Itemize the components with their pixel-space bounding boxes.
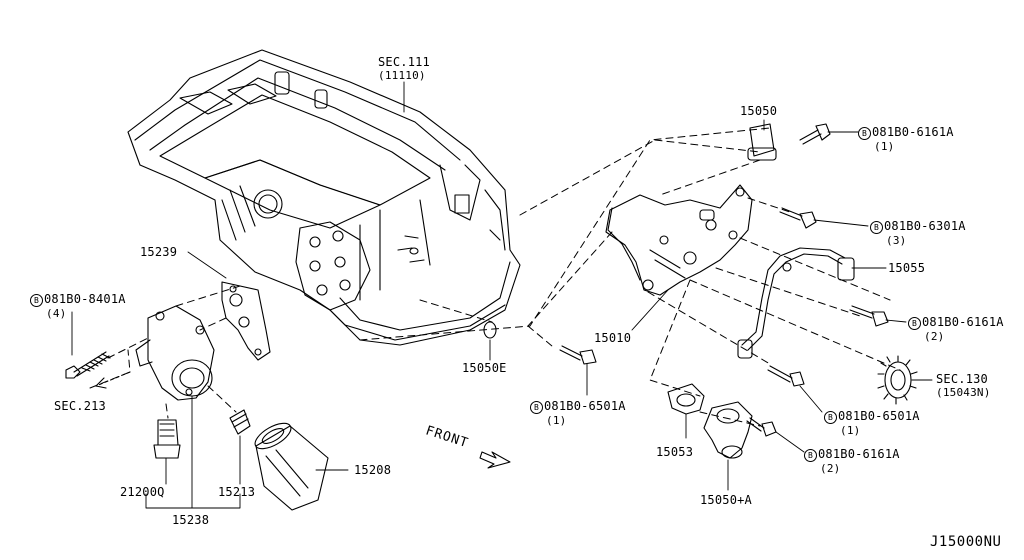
bolt-symbol-icon: B	[858, 127, 871, 140]
connector-15213	[229, 409, 251, 435]
bolt-ref-text: 081B0-6161A	[818, 447, 900, 461]
diagram-code: J15000NU	[930, 534, 1002, 550]
bolt-qty: (1)	[840, 424, 861, 437]
oil-pressure-switch-21200q	[153, 419, 181, 459]
bolt-8401a	[65, 351, 111, 379]
label-15050a: 15050+A	[700, 493, 752, 507]
bolt-6501a-right	[767, 365, 805, 387]
label-sec213: SEC.213	[54, 399, 106, 413]
sec213-arrow	[95, 371, 131, 387]
bolt-qty: (1)	[874, 140, 895, 153]
sec111-sub: (11110)	[378, 69, 426, 82]
sprocket-sec130	[877, 355, 918, 405]
label-15050: 15050	[740, 104, 778, 118]
dashed-guides	[89, 127, 901, 427]
label-15055: 15055	[888, 261, 926, 275]
label-15238: 15238	[172, 513, 210, 527]
bolt-ref-text: 081B0-6161A	[922, 315, 1004, 329]
bolt-symbol-icon: B	[870, 221, 883, 234]
bolt-ref-text: 081B0-8401A	[44, 292, 126, 306]
leader-lines	[71, 81, 933, 509]
bolt-6301a	[779, 207, 817, 229]
front-arrow	[479, 451, 511, 469]
label-15239: 15239	[140, 245, 178, 259]
oil-pump-15010	[605, 184, 753, 296]
bolt-symbol-icon: B	[908, 317, 921, 330]
relief-valve-15050	[747, 123, 777, 161]
bolt-ref-text: 081B0-6501A	[544, 399, 626, 413]
oil-tube-15055	[737, 247, 855, 359]
bolt-6161a-mid	[849, 305, 889, 327]
bolt-qty: (4)	[46, 307, 67, 320]
sec130-sub: (15043N)	[936, 386, 991, 399]
bolt-symbol-icon: B	[824, 411, 837, 424]
bolt-6161a-top	[799, 123, 831, 145]
bolt-qty: (2)	[924, 330, 945, 343]
bolt-qty: (2)	[820, 462, 841, 475]
label-15213: 15213	[218, 485, 256, 499]
label-sec111: SEC.111 (11110)	[378, 55, 430, 83]
bolt-ref-text: 081B0-6301A	[884, 219, 966, 233]
gasket-15053	[667, 383, 705, 415]
label-15050e: 15050E	[462, 361, 507, 375]
label-15053: 15053	[656, 445, 694, 459]
bolt-ref-text: 081B0-6501A	[838, 409, 920, 423]
label-15010: 15010	[594, 331, 632, 345]
sec213-arrowhead	[95, 377, 107, 389]
bolt-6501a-left	[559, 345, 597, 365]
bolt-qty: (1)	[546, 414, 567, 427]
oil-filter-bracket	[135, 305, 215, 401]
oil-filter-15208	[254, 422, 329, 511]
label-21200q: 21200Q	[120, 485, 165, 499]
cylinder-block	[127, 49, 521, 346]
gasket-15239	[221, 281, 271, 361]
bolt-symbol-icon: B	[30, 294, 43, 307]
label-sec130: SEC.130 (15043N)	[936, 372, 991, 400]
sec111-title: SEC.111	[378, 55, 430, 69]
bolt-symbol-icon: B	[530, 401, 543, 414]
bolt-qty: (3)	[886, 234, 907, 247]
label-15208: 15208	[354, 463, 392, 477]
sec130-title: SEC.130	[936, 372, 988, 386]
bolt-symbol-icon: B	[804, 449, 817, 462]
water-connector-15050a	[703, 401, 753, 459]
bolt-ref-text: 081B0-6161A	[872, 125, 954, 139]
